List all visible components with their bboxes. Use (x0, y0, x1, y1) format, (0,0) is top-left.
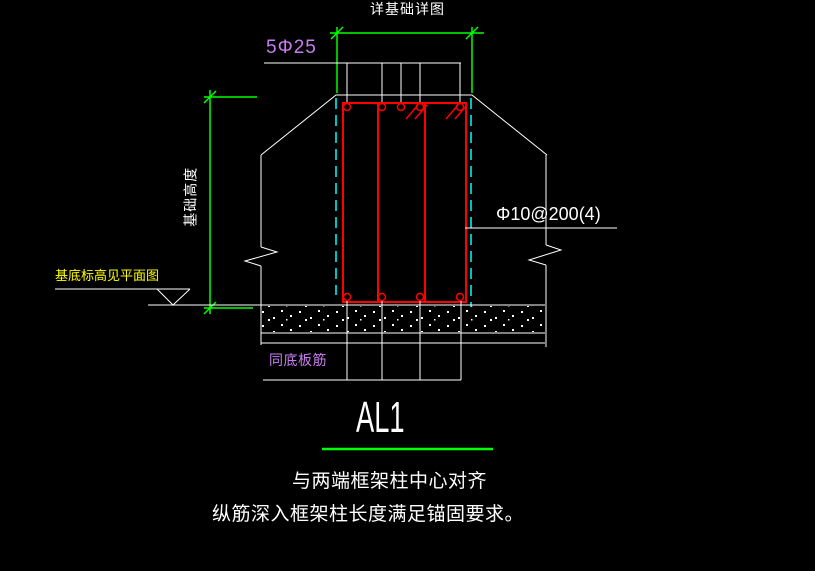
top-dimension (330, 26, 484, 93)
top-bars-group (264, 62, 461, 103)
rebar-section-circle-bottom (455, 292, 465, 302)
detail-title: AL1 (356, 393, 405, 442)
bundled-bar-hatch (445, 104, 459, 120)
foundation-top-profile (260, 94, 548, 156)
break-symbol-left (243, 246, 279, 267)
label-top-bars: 5Φ25 (266, 37, 317, 58)
slab-stipple (262, 306, 545, 332)
bottom-bars-group (263, 301, 462, 381)
bundled-bar-hatch (405, 104, 419, 120)
rebar-section-circle-bottom (342, 292, 352, 302)
label-bottom-bars: 同底板筋 (269, 352, 327, 368)
bundled-bar-hatch (454, 104, 468, 120)
label-foundation-height: 基础高度 (182, 166, 199, 227)
rebar-section-circle-top (377, 102, 387, 112)
rebar-section-circle-top (396, 102, 406, 112)
stirrup-rect (342, 102, 467, 303)
note-line-2: 纵筋深入框架柱长度满足锚固要求。 (212, 504, 525, 525)
height-dimension (203, 90, 257, 315)
elevation-marker (55, 288, 262, 306)
break-symbol-right (527, 244, 563, 266)
stirrup-cage (342, 102, 468, 303)
rebar-section-circle-bottom (415, 292, 425, 302)
elevation-triangle-icon (156, 288, 191, 306)
note-line-1: 与两端框架柱中心对齐 (292, 471, 488, 492)
rebar-section-circle-bottom (377, 292, 387, 302)
label-base-elevation: 基底标高见平面图 (55, 268, 160, 283)
bundled-bar-hatch (414, 104, 428, 120)
label-stirrups: Φ10@200(4) (496, 204, 601, 224)
slab (261, 304, 545, 344)
hidden-lines (335, 98, 472, 307)
foundation-outline (243, 94, 563, 347)
drawing-title: 详基础详图 (370, 1, 445, 17)
rebar-section-circle-top (342, 102, 352, 112)
